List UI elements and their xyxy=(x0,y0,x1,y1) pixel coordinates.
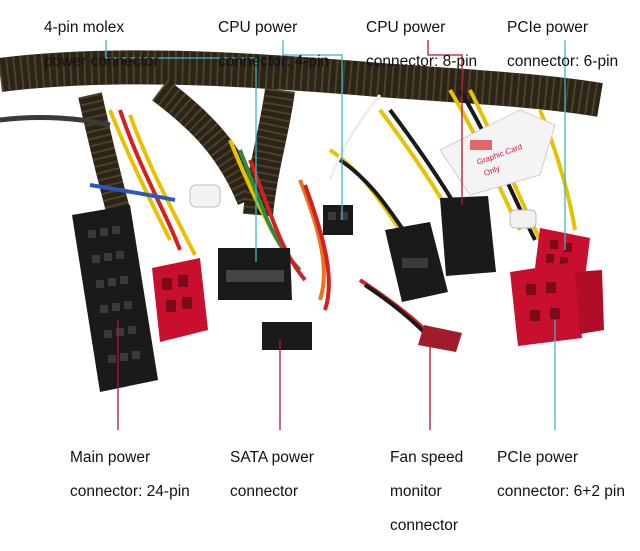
pcie-6pin-connector xyxy=(535,228,590,278)
label-sata: SATA power connector xyxy=(230,432,314,517)
label-sata-line2: connector xyxy=(230,483,299,500)
label-4pin-molex-line2: power connector xyxy=(44,53,159,70)
label-pcie-6plus2: PCIe power connector: 6+2 pin xyxy=(497,432,625,517)
main-24pin-connector xyxy=(72,205,158,392)
label-4pin-molex: 4-pin molex power connector xyxy=(44,2,159,87)
label-fan-speed: Fan speed monitor connector xyxy=(390,432,463,551)
fan-speed-connector xyxy=(418,325,462,352)
label-pcie-6pin-line2: connector: 6-pin xyxy=(507,53,619,70)
label-cpu-4pin-line2: connector: 4-pin xyxy=(218,53,330,70)
label-main-24pin-line1: Main power xyxy=(70,449,151,466)
label-cpu-8pin: CPU power connector: 8-pin xyxy=(366,2,477,87)
label-pcie-6plus2-line1: PCIe power xyxy=(497,449,578,466)
label-cpu-8pin-line2: connector: 8-pin xyxy=(366,53,478,70)
graphic-card-sticker: Graphic Card Only xyxy=(439,109,556,196)
label-cpu-4pin-line1: CPU power xyxy=(218,19,298,36)
label-fan-speed-line2: monitor xyxy=(390,483,442,500)
sata-connectors xyxy=(218,248,312,350)
label-cpu-4pin: CPU power connector: 4-pin xyxy=(218,2,329,87)
label-sata-line1: SATA power xyxy=(230,449,314,466)
pcie-6plus2-connector xyxy=(510,262,604,346)
label-pcie-6pin: PCIe power connector: 6-pin xyxy=(507,2,618,87)
leader-lines-top-red xyxy=(427,40,463,205)
leader-lines-bottom xyxy=(117,320,556,430)
red-connector-left xyxy=(152,258,208,342)
cpu-8pin-connector xyxy=(385,196,496,302)
figure: Graphic Card Only xyxy=(0,2,625,534)
psu-cables-photo: Graphic Card Only xyxy=(0,40,604,430)
label-4pin-molex-line1: 4-pin molex xyxy=(44,19,125,36)
label-cpu-8pin-line1: CPU power xyxy=(366,19,446,36)
cpu-4pin-connector xyxy=(323,205,353,235)
label-main-24pin-line2: connector: 24-pin xyxy=(70,483,190,500)
label-pcie-6plus2-line2: connector: 6+2 pin xyxy=(497,483,625,500)
leader-lines-top xyxy=(105,40,566,262)
label-main-24pin: Main power connector: 24-pin xyxy=(70,432,190,517)
label-fan-speed-line3: connector xyxy=(390,517,459,534)
label-fan-speed-line1: Fan speed xyxy=(390,449,464,466)
label-pcie-6pin-line1: PCIe power xyxy=(507,19,588,36)
